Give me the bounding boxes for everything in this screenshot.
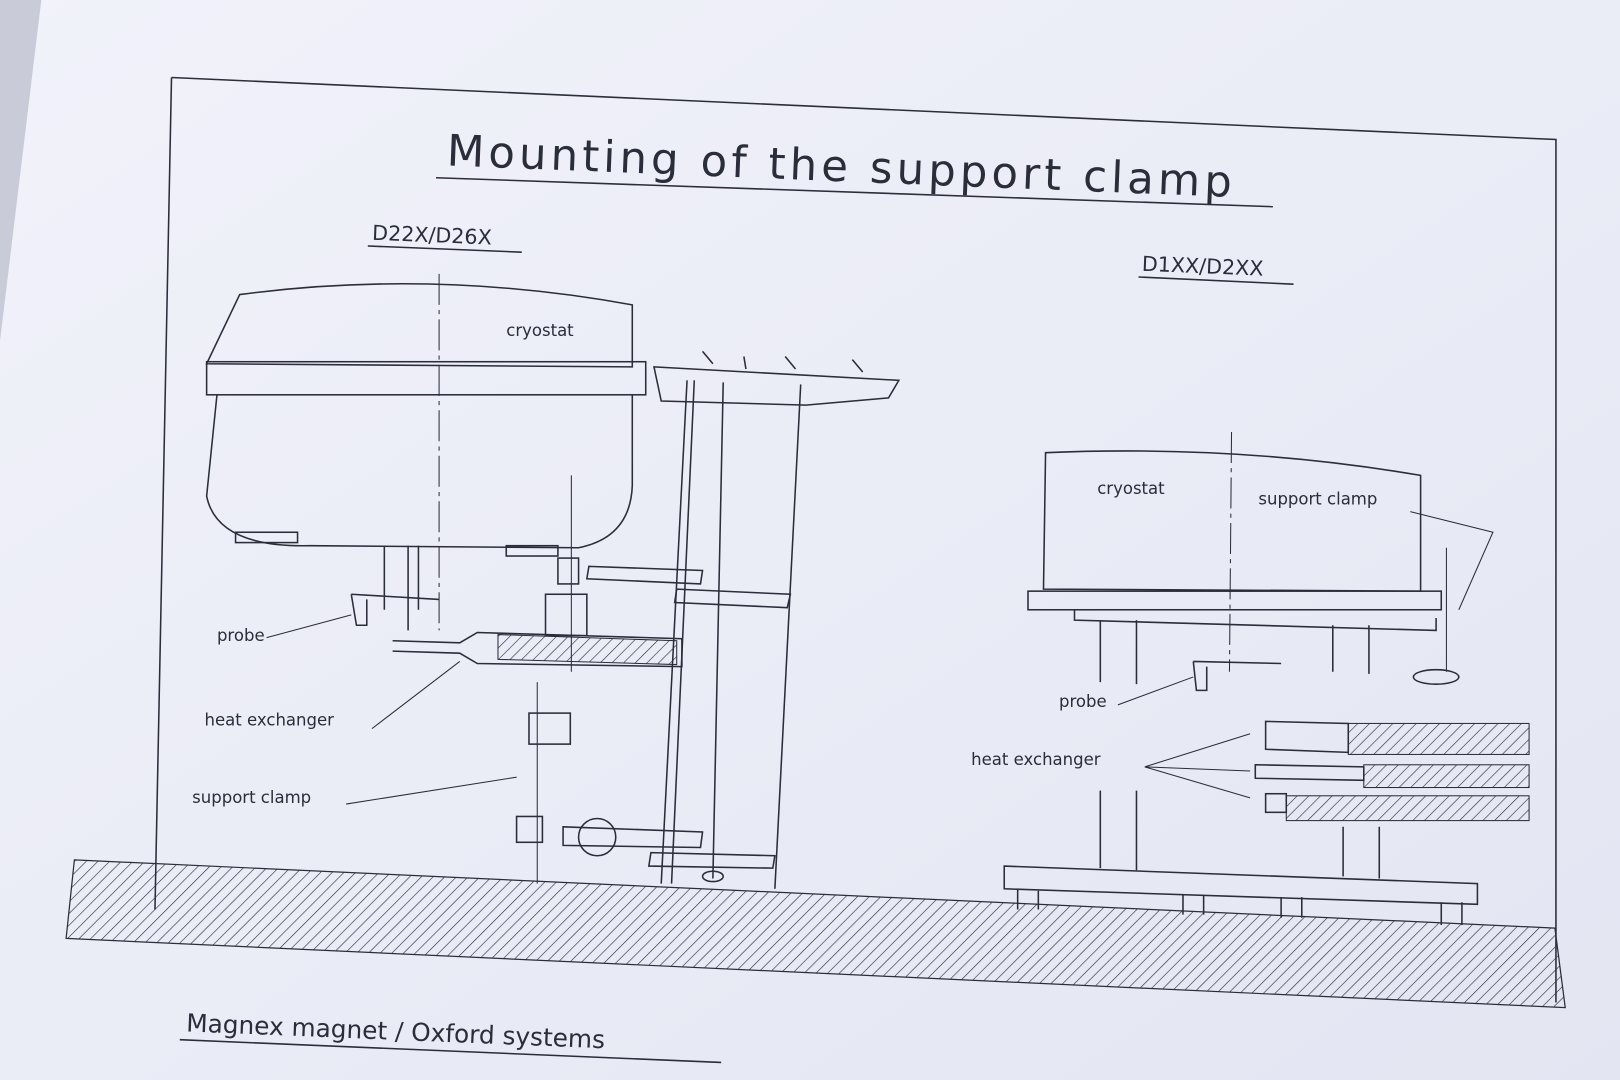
left-heat-exchanger-label: heat exchanger [205,711,335,730]
left-cryostat-drawing [205,273,647,631]
right-support-clamp-label: support clamp [1258,489,1377,508]
right-probe-label: probe [1059,692,1107,711]
right-probe-leader [1117,676,1194,706]
right-heat-exchangers-drawing [1254,720,1530,822]
right-clamp-leader [1410,511,1494,610]
right-cryostat-drawing [1027,431,1460,692]
left-cryostat-label: cryostat [506,321,574,340]
right-cryostat-label: cryostat [1097,479,1165,498]
left-heat-exchanger-drawing [392,475,683,884]
left-probe-label: probe [217,626,265,645]
left-stand-drawing [562,350,901,889]
right-base-drawing [1003,790,1479,925]
right-heading: D1XX/D2XX [1141,252,1264,281]
right-heat-exchanger-leaders [1144,733,1251,799]
left-support-clamp-label: support clamp [192,788,311,807]
heat-exchanger-leader [371,661,461,730]
drawing-frame [154,76,1557,1003]
probe-leader [266,614,352,639]
left-heading: D22X/D26X [372,221,493,250]
right-heat-exchanger-label: heat exchanger [971,750,1101,769]
support-clamp-leader [346,776,517,805]
floor-hatching [65,859,1566,1009]
